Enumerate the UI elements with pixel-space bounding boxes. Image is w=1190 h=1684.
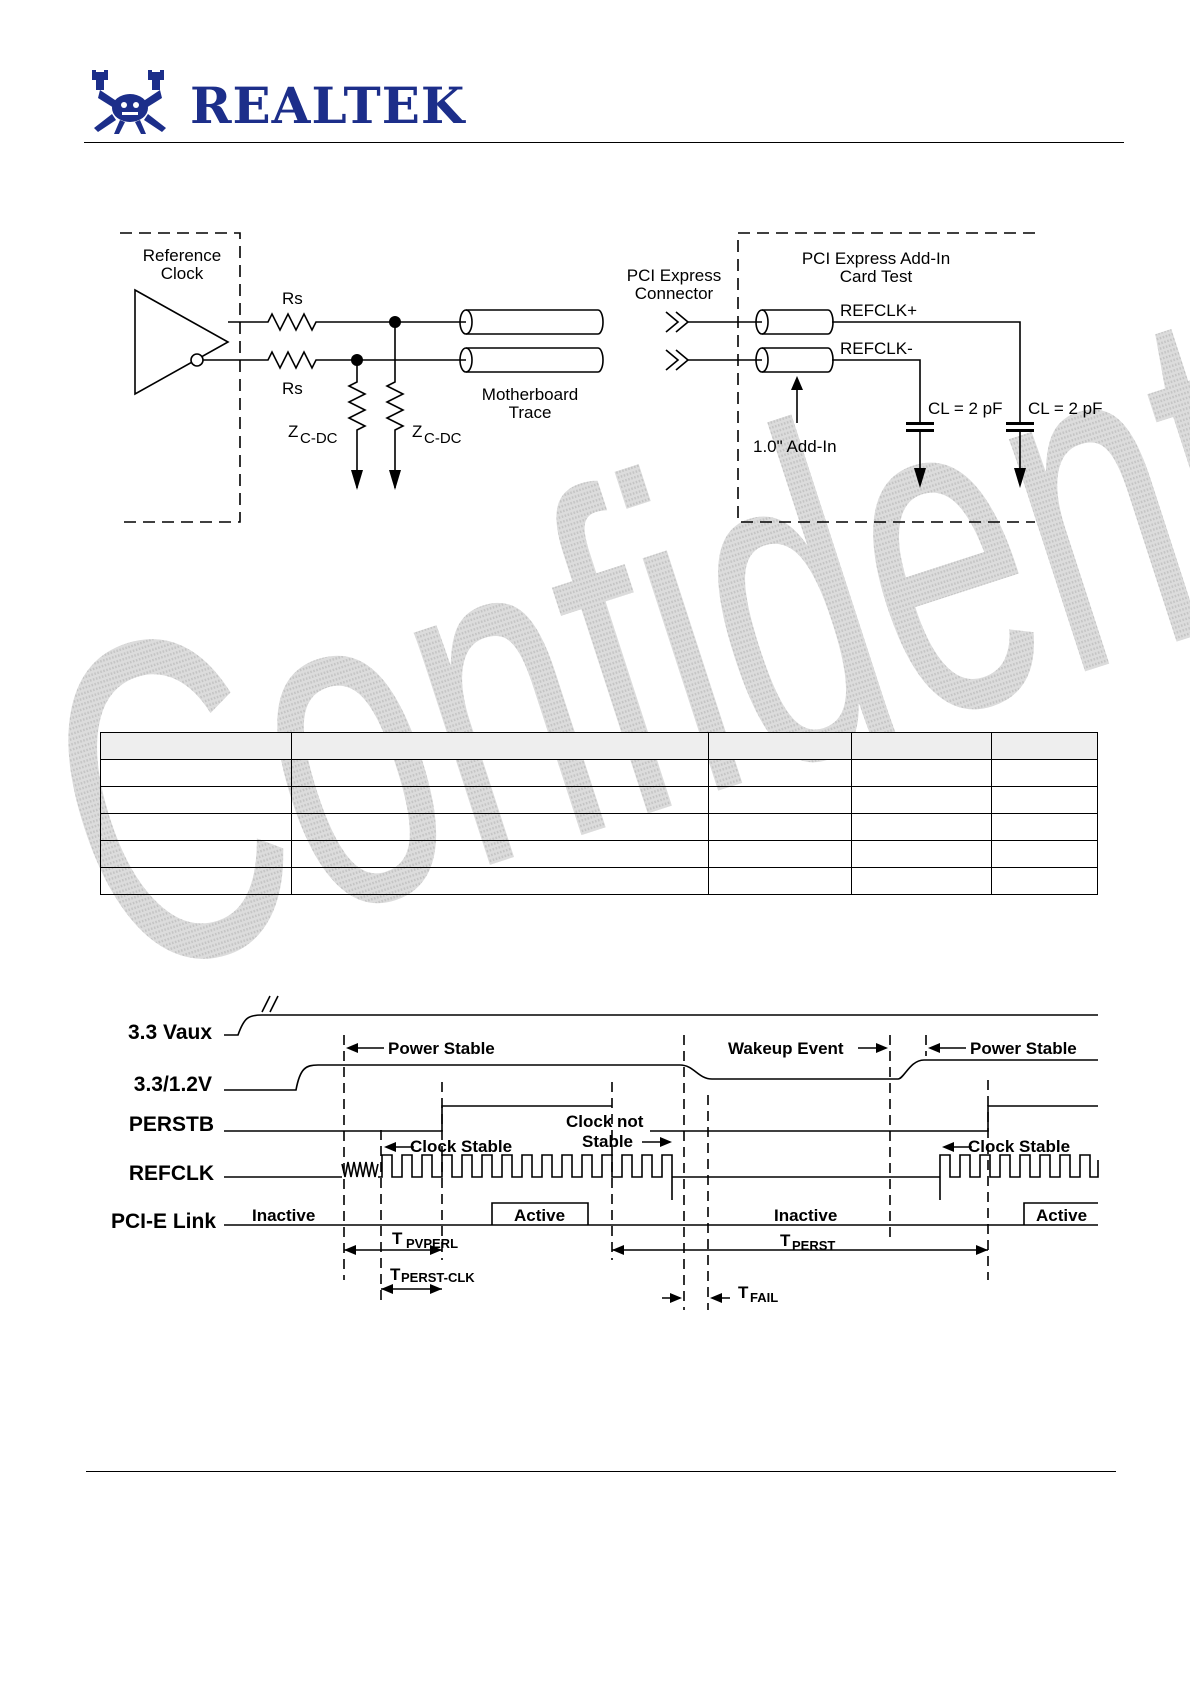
zcdc-right-main: Z bbox=[412, 422, 422, 441]
cl-left-label: CL = 2 pF bbox=[928, 399, 1003, 418]
realtek-logo bbox=[88, 68, 172, 136]
table-row bbox=[100, 786, 1098, 814]
cl-right-label: CL = 2 pF bbox=[1028, 399, 1103, 418]
clock-stable-left-label: Clock Stable bbox=[410, 1137, 512, 1156]
clock-stable-right-label: Clock Stable bbox=[968, 1137, 1070, 1156]
t-pvperl-sub: PVPERL bbox=[406, 1236, 458, 1251]
zcdc-left-main: Z bbox=[288, 422, 298, 441]
signal-label-perstb: PERSTB bbox=[129, 1113, 214, 1136]
link-active-right: Active bbox=[1036, 1206, 1087, 1225]
header-rule bbox=[84, 142, 1124, 143]
pcie-connector-label-1: PCI Express bbox=[627, 266, 721, 285]
spec-table bbox=[100, 732, 1098, 895]
reference-clock-label-1: Reference bbox=[143, 246, 221, 265]
addin-card-label-1: PCI Express Add-In bbox=[802, 249, 950, 268]
realtek-crab-icon bbox=[92, 70, 166, 134]
link-active-left: Active bbox=[514, 1206, 565, 1225]
link-inactive-right: Inactive bbox=[774, 1206, 837, 1225]
wakeup-event-label: Wakeup Event bbox=[728, 1039, 844, 1058]
footer-rule bbox=[86, 1471, 1116, 1472]
refclk-test-circuit: Reference Clock Rs Rs Z C-DC Z C-DC PCI … bbox=[120, 232, 1103, 523]
rs-top-label: Rs bbox=[282, 289, 303, 308]
power-stable-left-label: Power Stable bbox=[388, 1039, 495, 1058]
brand-name: REALTEK bbox=[190, 76, 466, 135]
table-row bbox=[100, 813, 1098, 841]
motherboard-trace-label-2: Trace bbox=[509, 403, 552, 422]
motherboard-trace-label-1: Motherboard bbox=[482, 385, 578, 404]
clock-not-stable-label-2: Stable bbox=[582, 1132, 633, 1151]
t-perst-sub: PERST bbox=[792, 1238, 835, 1253]
link-inactive-left: Inactive bbox=[252, 1206, 315, 1225]
power-stable-right-label: Power Stable bbox=[970, 1039, 1077, 1058]
table-row bbox=[100, 759, 1098, 787]
reference-clock-label-2: Clock bbox=[161, 264, 204, 283]
t-fail-sub: FAIL bbox=[750, 1290, 778, 1305]
pcie-connector-label-2: Connector bbox=[635, 284, 714, 303]
refclk-plus-label: REFCLK+ bbox=[840, 301, 917, 320]
signal-label-pcie-link: PCI-E Link bbox=[111, 1210, 216, 1233]
zcdc-left-sub: C-DC bbox=[300, 430, 338, 447]
table-row bbox=[100, 840, 1098, 868]
addin-length-label: 1.0" Add-In bbox=[753, 437, 837, 456]
t-perst-clk-sub: PERST-CLK bbox=[401, 1270, 475, 1285]
refclk-minus-label: REFCLK- bbox=[840, 339, 913, 358]
t-perst-clk-main: T bbox=[390, 1265, 401, 1284]
power-sequence-timing-diagram: 3.3 Vaux 3.3/1.2V PERSTB REFCLK PCI-E Li… bbox=[111, 995, 1099, 1310]
addin-card-label-2: Card Test bbox=[840, 267, 913, 286]
table-row bbox=[100, 867, 1098, 895]
zcdc-right-sub: C-DC bbox=[424, 430, 462, 447]
t-pvperl-main: T bbox=[392, 1229, 403, 1248]
signal-label-refclk: REFCLK bbox=[129, 1162, 214, 1185]
table-row bbox=[100, 732, 1098, 760]
clock-not-stable-label-1: Clock not bbox=[566, 1112, 644, 1131]
signal-label-3v3-vaux: 3.3 Vaux bbox=[128, 1021, 212, 1044]
t-fail-main: T bbox=[738, 1283, 749, 1302]
signal-label-3v3-1v2: 3.3/1.2V bbox=[134, 1073, 212, 1096]
t-perst-main: T bbox=[780, 1231, 791, 1250]
rs-bottom-label: Rs bbox=[282, 379, 303, 398]
